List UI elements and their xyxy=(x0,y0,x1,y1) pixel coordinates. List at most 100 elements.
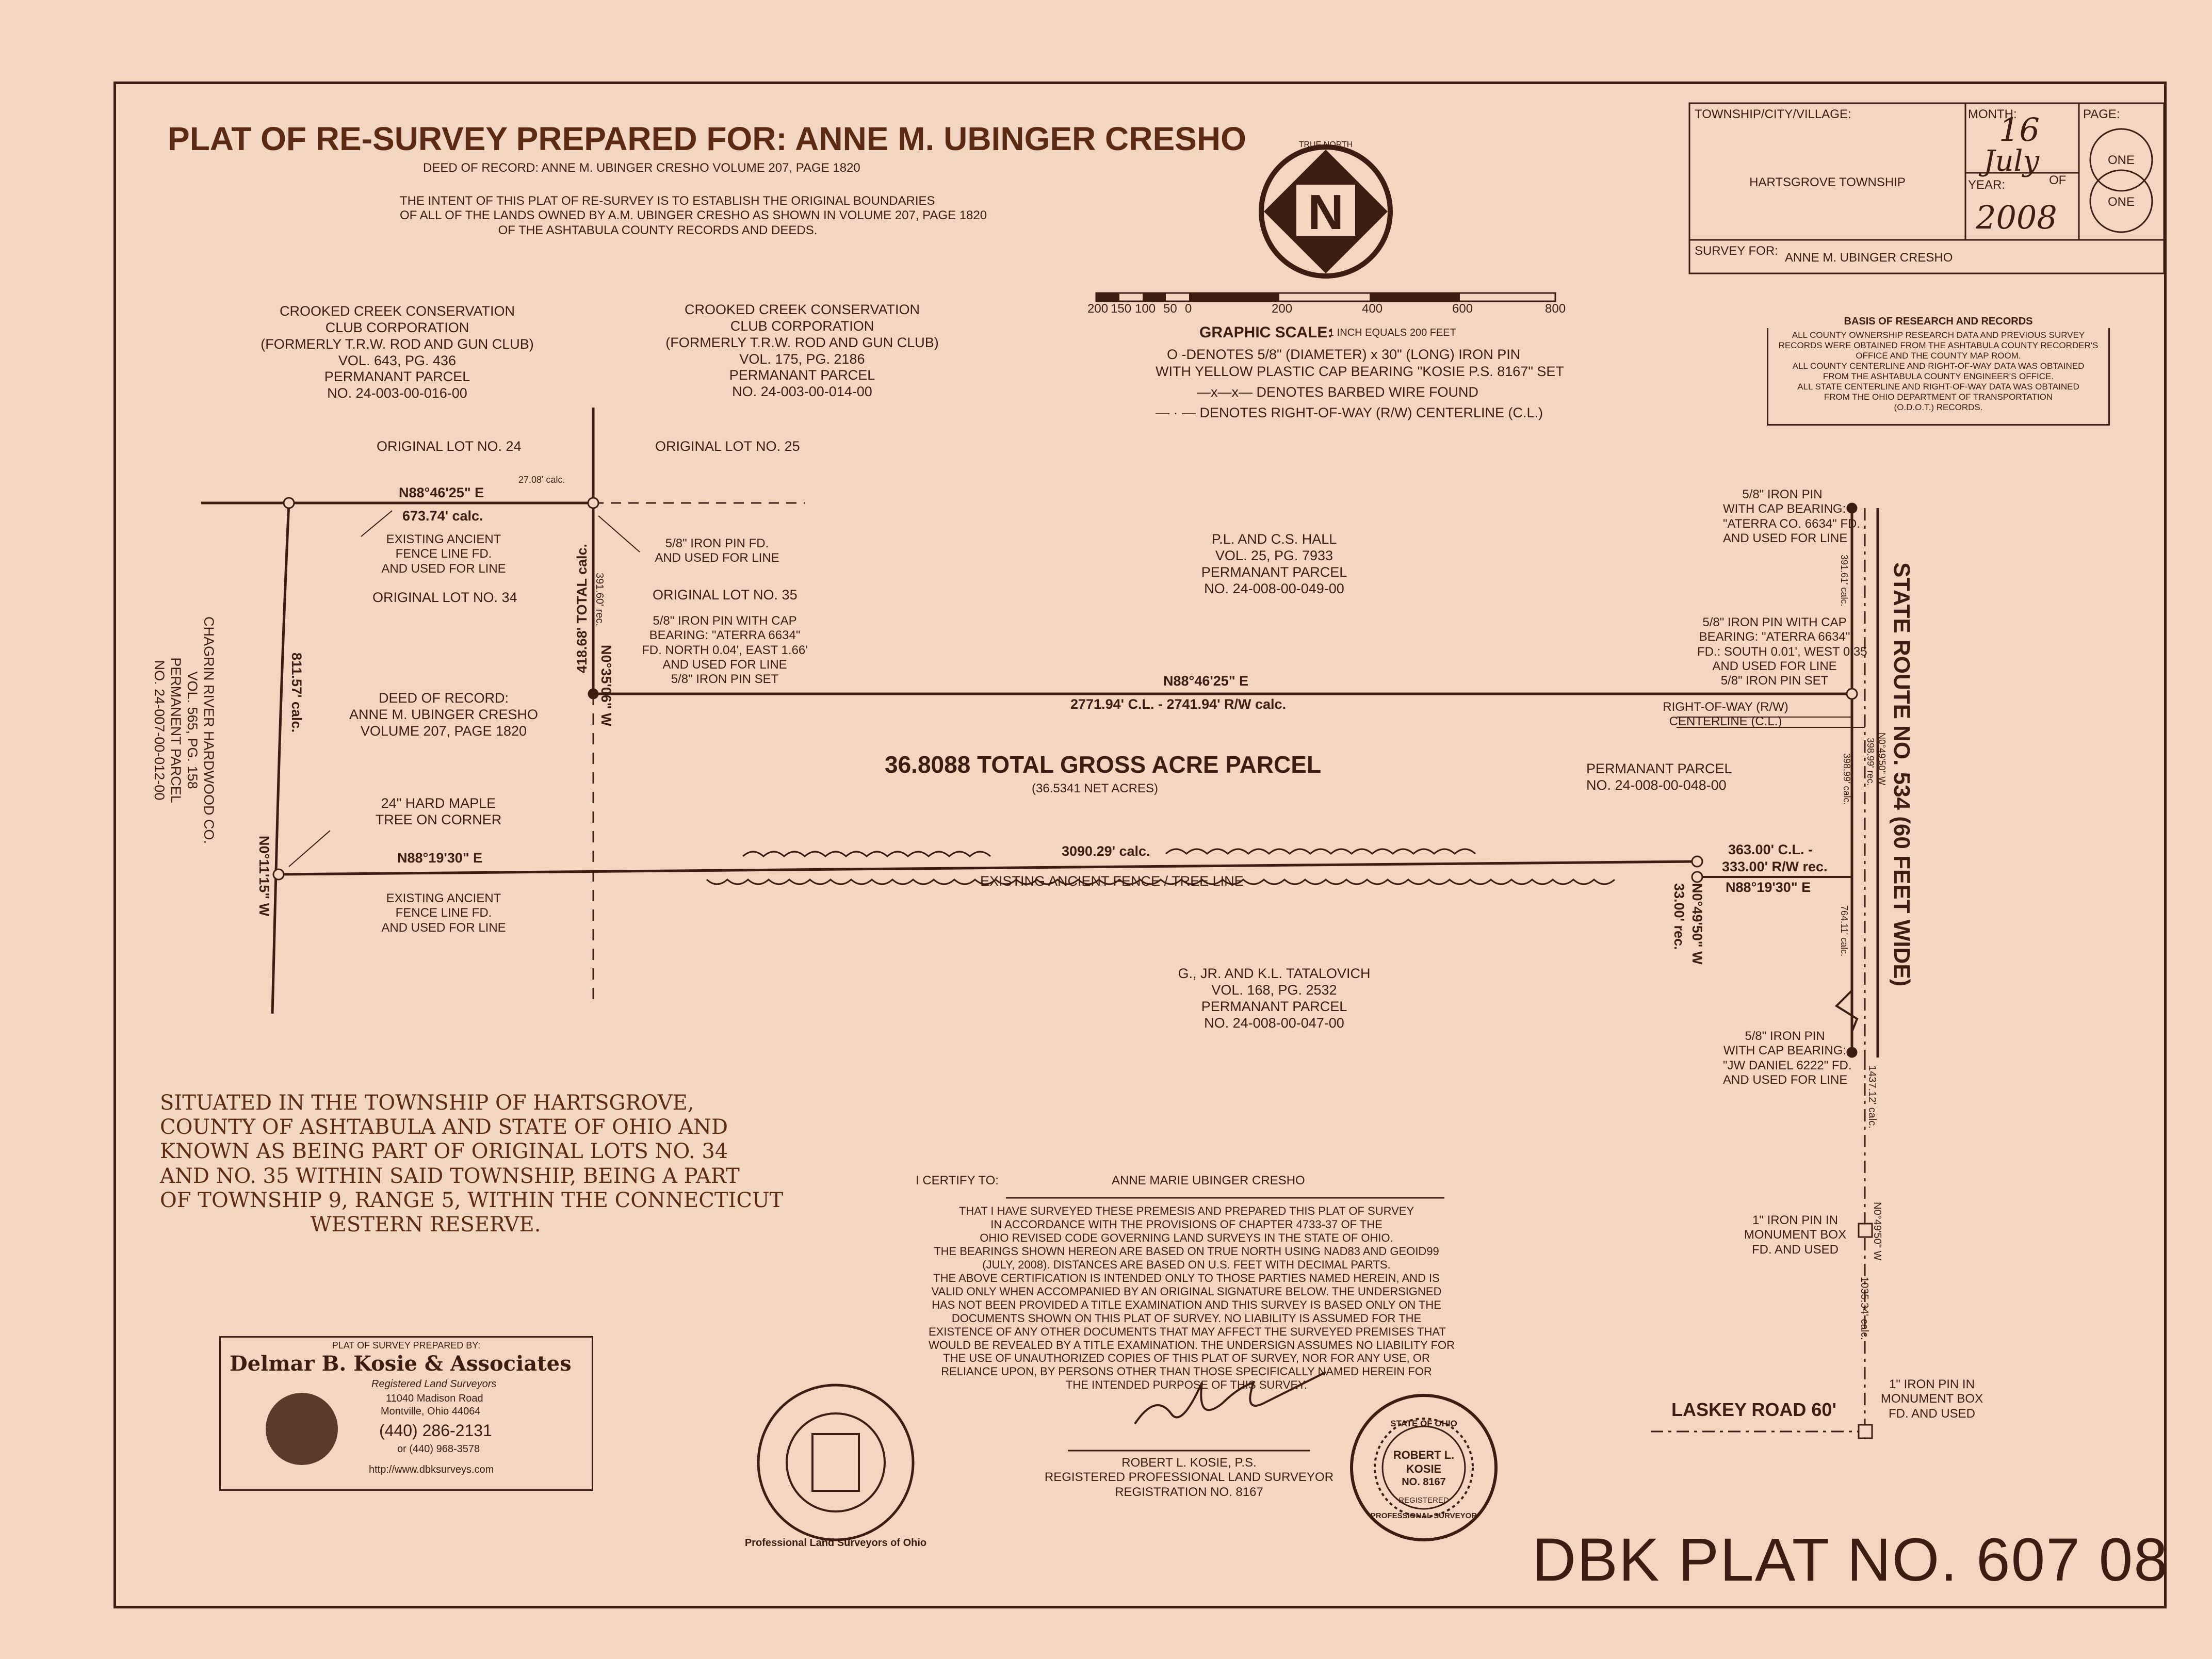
lot-35-label: ORIGINAL LOT NO. 35 xyxy=(653,587,798,603)
parcel-line: PERMANANT PARCEL xyxy=(1201,564,1347,580)
north-letter: N xyxy=(1308,185,1344,240)
scale-tick: 800 xyxy=(1545,302,1566,316)
note-line: RIGHT-OF-WAY (R/W) xyxy=(1663,700,1788,714)
deed-line: DEED OF RECORD: xyxy=(378,690,509,706)
note-pin-ne: 5/8" IRON PIN WITH CAP BEARING: "ATERRA … xyxy=(1723,487,1860,546)
seal-bottom-text: PROFESSIONAL SURVEYOR xyxy=(1370,1511,1477,1520)
scale-tick: 0 xyxy=(1185,302,1192,316)
parcel-line: CROOKED CREEK CONSERVATION xyxy=(684,302,920,317)
note-line: TREE ON CORNER xyxy=(375,811,502,827)
note-line: 1" IRON PIN IN xyxy=(1752,1213,1838,1227)
road-dim-7: N0°49'50" W xyxy=(1877,733,1887,786)
north-bearing-label: N88°46'25" E xyxy=(399,485,484,500)
year-value: 2008 xyxy=(1976,199,2057,236)
parcel-line: (FORMERLY T.R.W. ROD AND GUN CLUB) xyxy=(665,334,939,350)
parcel-tatalovich: G., JR. AND K.L. TATALOVICH VOL. 168, PG… xyxy=(1150,966,1398,1031)
society-seal-text: Professional Land Surveyors of Ohio xyxy=(744,1537,927,1549)
tree-line-north-west xyxy=(742,851,991,858)
note-line: FD. AND USED xyxy=(1751,1242,1839,1257)
parcel-line: PERMANANT PARCEL xyxy=(1201,998,1347,1014)
certify-line: THE ABOVE CERTIFICATION IS INTENDED ONLY… xyxy=(933,1271,1440,1284)
inner-total-label: 418.68' TOTAL calc. xyxy=(574,543,590,673)
intent-line: OF ALL OF THE LANDS OWNED BY A.M. UBINGE… xyxy=(400,208,987,223)
legend-row-centerline: — · — DENOTES RIGHT-OF-WAY (R/W) CENTERL… xyxy=(1156,405,1543,420)
east-offset-bearing-label: N0°49'50" W xyxy=(1689,883,1705,965)
note-line: FD. AND USED xyxy=(1888,1406,1976,1421)
note-line: AND USED FOR LINE xyxy=(655,551,779,565)
pin-se-2 xyxy=(1691,871,1703,883)
signer-line: ROBERT L. KOSIE, P.S. xyxy=(1121,1456,1257,1470)
signer-block: ROBERT L. KOSIE, P.S. REGISTERED PROFESS… xyxy=(1032,1456,1346,1500)
firm-website[interactable]: http://www.dbksurveys.com xyxy=(369,1464,494,1475)
note-line: 24" HARD MAPLE xyxy=(381,795,496,811)
lot-24-label: ORIGINAL LOT NO. 24 xyxy=(377,438,522,454)
scale-caption: GRAPHIC SCALE: xyxy=(1199,324,1333,341)
parcel-line: PERMANANT PARCEL xyxy=(324,369,470,385)
west-bearing-label: N0°11'15" W xyxy=(256,836,272,917)
situated-description: SITUATED IN THE TOWNSHIP OF HARTSGROVE, … xyxy=(160,1091,784,1237)
situated-line: KNOWN AS BEING PART OF ORIGINAL LOTS NO.… xyxy=(160,1140,728,1164)
true-north-label: TRUE NORTH xyxy=(1298,140,1353,149)
road-dim-3: 764.11' calc. xyxy=(1839,905,1849,957)
deed-of-record-line: DEED OF RECORD: ANNE M. UBINGER CRESHO V… xyxy=(423,161,860,175)
note-line: 1" IRON PIN IN xyxy=(1889,1377,1975,1391)
firm-name: Delmar B. Kosie & Associates xyxy=(230,1352,572,1376)
firm-logo-globe xyxy=(266,1393,338,1465)
parcel-line: VOL. 643, PG. 436 xyxy=(338,352,457,368)
note-line: FENCE LINE FD. xyxy=(395,906,492,920)
certification-text: THAT I HAVE SURVEYED THESE PREMESIS AND … xyxy=(929,1205,1455,1392)
parcel-line: G., JR. AND K.L. TATALOVICH xyxy=(1178,966,1371,981)
road-dim-2: 398.99' calc. xyxy=(1842,753,1852,805)
note-line: FD. NORTH 0.04', EAST 1.66' xyxy=(642,643,808,657)
parcel-line: VOL. 565, PG. 158 xyxy=(185,671,201,789)
certify-line: THAT I HAVE SURVEYED THESE PREMESIS AND … xyxy=(958,1205,1414,1217)
seal-top-text: STATE OF OHIO xyxy=(1390,1419,1457,1428)
note-monument-2: 1" IRON PIN IN MONUMENT BOX FD. AND USED xyxy=(1880,1377,1983,1421)
deed-of-record-block: DEED OF RECORD: ANNE M. UBINGER CRESHO V… xyxy=(340,690,547,740)
note-line: 5/8" IRON PIN WITH CAP xyxy=(1702,615,1847,629)
situated-line: OF TOWNSHIP 9, RANGE 5, WITHIN THE CONNE… xyxy=(160,1188,784,1212)
certify-name: ANNE MARIE UBINGER CRESHO xyxy=(1112,1174,1305,1188)
note-line: AND USED FOR LINE xyxy=(1723,531,1848,545)
note-fence-south: EXISTING ANCIENT FENCE LINE FD. AND USED… xyxy=(361,891,526,935)
lot-34-label: ORIGINAL LOT NO. 34 xyxy=(372,590,517,605)
note-monument-1: 1" IRON PIN IN MONUMENT BOX FD. AND USED xyxy=(1744,1213,1847,1257)
pin-daniel xyxy=(1846,1047,1858,1058)
west-distance-label: 811.57' calc. xyxy=(289,653,304,733)
note-line: 5/8" IRON PIN xyxy=(1745,1029,1825,1043)
month-label: MONTH: xyxy=(1968,107,2017,121)
south-right-rw-label: 333.00' R/W rec. xyxy=(1722,859,1828,874)
inner-bearing-label: N0°35'06" W xyxy=(598,645,614,726)
monument-box-2 xyxy=(1858,1424,1873,1439)
basis-line: ALL COUNTY OWNERSHIP RESEARCH DATA AND P… xyxy=(1792,330,2085,340)
scale-tick: 200 xyxy=(1087,302,1109,316)
certify-line: OHIO REVISED CODE GOVERNING LAND SURVEYS… xyxy=(980,1231,1393,1244)
page-total: ONE xyxy=(2107,195,2135,209)
scale-tick: 150 xyxy=(1111,302,1132,316)
certify-line: VALID ONLY WHEN ACCOMPANIED BY AN ORIGIN… xyxy=(931,1284,1442,1298)
basis-line: RECORDS WERE OBTAINED FROM THE ASHTABULA… xyxy=(1778,340,2099,351)
parcel-line: VOL. 175, PG. 2186 xyxy=(739,351,865,367)
parcel-line: CLUB CORPORATION xyxy=(730,318,874,334)
firm-phone-2: or (440) 968-3578 xyxy=(397,1443,480,1455)
note-line: 5/8" IRON PIN SET xyxy=(671,672,779,687)
leader-maple xyxy=(288,830,331,867)
west-boundary-line xyxy=(271,502,290,1014)
parcel-line: NO. 24-008-00-049-00 xyxy=(1204,580,1344,596)
firm-subtitle: Registered Land Surveyors xyxy=(371,1378,497,1390)
south-bearing-label: N88°19'30" E xyxy=(397,850,483,866)
note-line: AND USED FOR LINE xyxy=(1723,1072,1848,1087)
certify-line: THE BEARINGS SHOWN HEREON ARE BASED ON T… xyxy=(934,1244,1439,1258)
parcel-line: (FORMERLY T.R.W. ROD AND GUN CLUB) xyxy=(261,336,534,352)
pin-ne xyxy=(1846,502,1858,514)
certify-line: THE INTENDED PURPOSE OF THIS SURVEY. xyxy=(1065,1378,1308,1392)
scale-tick: 200 xyxy=(1272,302,1293,316)
intent-line: OF THE ASHTABULA COUNTY RECORDS AND DEED… xyxy=(498,223,818,237)
plat-title: PLAT OF RE-SURVEY PREPARED FOR: ANNE M. … xyxy=(168,120,1246,157)
note-line: MONUMENT BOX xyxy=(1744,1228,1847,1242)
scale-tick: 50 xyxy=(1163,302,1177,316)
parcel-crooked-creek-2: CROOKED CREEK CONSERVATION CLUB CORPORAT… xyxy=(647,302,957,400)
situated-line: WESTERN RESERVE. xyxy=(310,1212,541,1237)
pin-north-mid xyxy=(587,497,599,509)
